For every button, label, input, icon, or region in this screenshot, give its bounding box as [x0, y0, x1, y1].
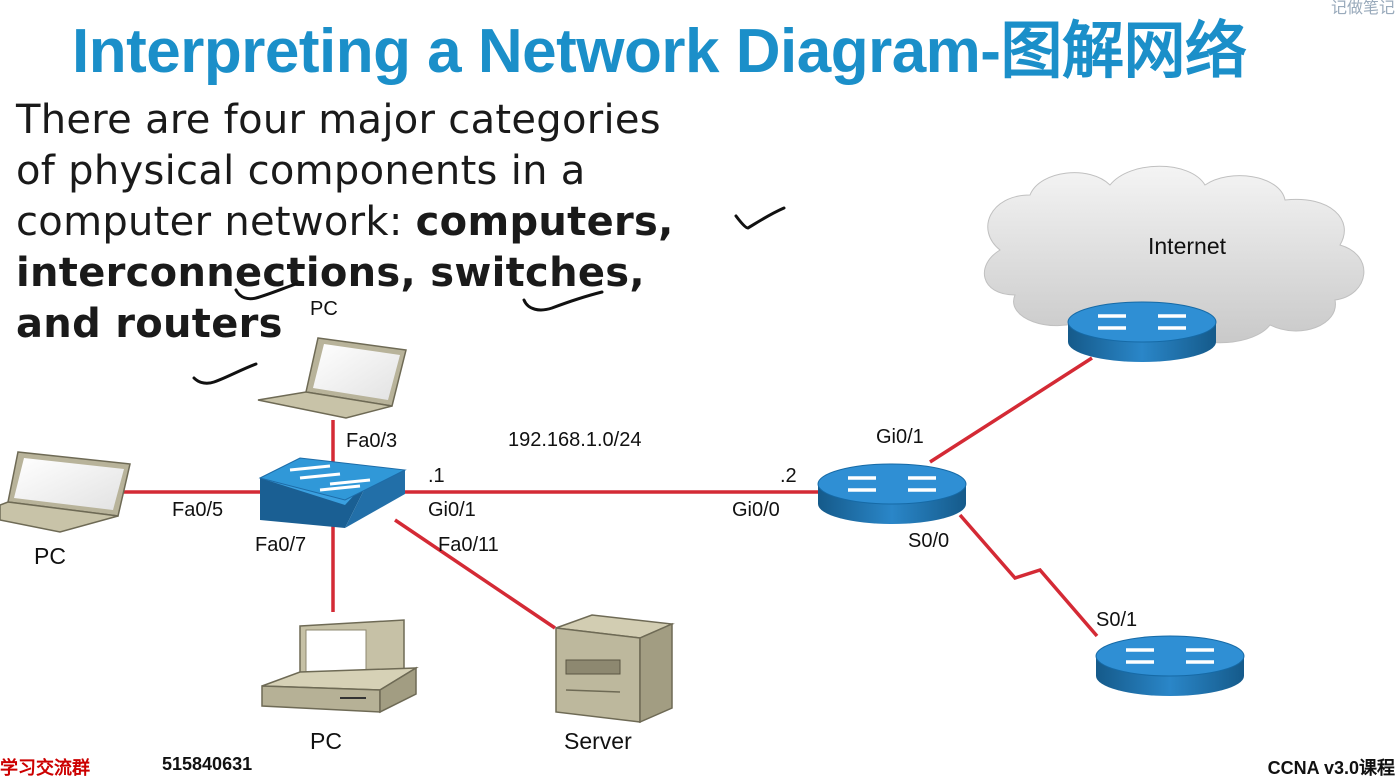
corner-text: 记做笔记: [1330, 0, 1395, 17]
desktop-pc-icon: [261, 619, 419, 714]
label-fa0-3: Fa0/3: [346, 430, 398, 452]
label-gi0-0: Gi0/0: [732, 499, 780, 521]
label-host-2: .2: [780, 465, 797, 487]
underline-mark-1: [234, 282, 298, 301]
router-internet-icon: [1067, 301, 1217, 362]
footer-group-number: 515840631: [162, 754, 253, 774]
router-serial-icon: [1095, 635, 1245, 696]
label-fa0-7: Fa0/7: [255, 534, 307, 556]
check-mark-1: [734, 206, 786, 230]
label-pc-top: PC: [310, 298, 338, 320]
body-line-4-bold: interconnections, switches,: [16, 250, 645, 296]
body-line-3: computer network: computers,: [16, 197, 736, 248]
label-fa0-11: Fa0/11: [438, 534, 499, 556]
laptop-left-icon: [0, 451, 131, 533]
label-host-1: .1: [428, 465, 445, 487]
label-gi0-1-router: Gi0/1: [876, 426, 924, 448]
slide-title: Interpreting a Network Diagram-图解网络: [72, 17, 1247, 86]
annotations: [192, 206, 786, 385]
body-line-2: of physical components in a: [16, 148, 586, 194]
label-server: Server: [564, 728, 632, 754]
label-subnet: 192.168.1.0/24: [508, 429, 642, 451]
laptop-top-icon: [257, 337, 407, 419]
label-internet: Internet: [1148, 233, 1226, 259]
body-line-3-bold: computers,: [415, 199, 674, 245]
link-router-internet: [929, 356, 1093, 464]
label-s0-0: S0/0: [908, 530, 950, 552]
underline-mark-2: [522, 290, 604, 312]
check-mark-2: [192, 362, 258, 385]
body-text: There are four major categories of physi…: [16, 95, 736, 350]
links: [120, 356, 1099, 638]
link-server: [394, 518, 556, 630]
switch-icon: [258, 457, 407, 528]
body-line-3-plain: computer network:: [16, 199, 416, 245]
footer-group-label: 学习交流群: [0, 758, 90, 778]
body-line-1: There are four major categories: [16, 97, 661, 143]
body-line-5-bold: and routers: [16, 301, 283, 347]
server-icon: [555, 614, 675, 724]
serial-link: [958, 513, 1099, 638]
label-fa0-5: Fa0/5: [172, 499, 224, 521]
body-line-5: and routers: [16, 299, 736, 350]
label-s0-1: S0/1: [1096, 609, 1138, 631]
label-pc-left: PC: [34, 543, 66, 569]
body-line-4: interconnections, switches,: [16, 248, 736, 299]
label-pc-bottom: PC: [310, 728, 342, 754]
footer-course: CCNA v3.0课程: [1267, 758, 1395, 778]
label-gi0-1-switch: Gi0/1: [428, 499, 476, 521]
router-main-icon: [817, 463, 967, 524]
